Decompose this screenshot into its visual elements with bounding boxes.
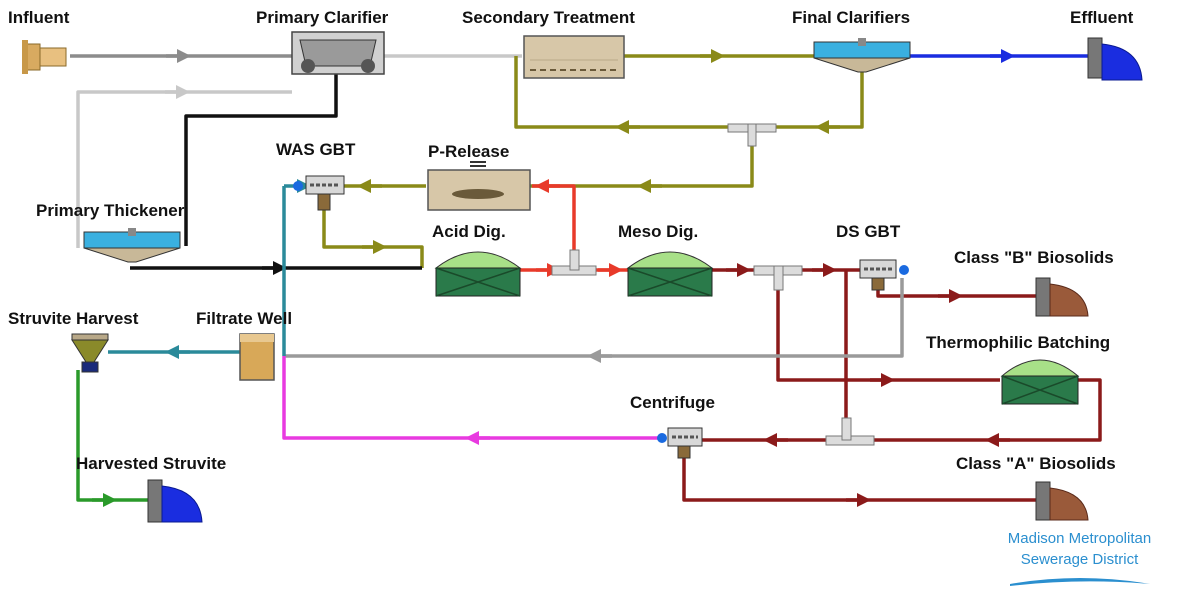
p-release-tank-icon	[427, 161, 531, 211]
final-clarifier-icon	[813, 38, 911, 73]
district-logo: Madison Metropolitan Sewerage District	[972, 528, 1187, 570]
centrate-line	[282, 356, 660, 440]
ds-gbt-filtrate-line	[284, 278, 904, 358]
label-struvite-harvest: Struvite Harvest	[8, 309, 139, 328]
p-release-feed-line	[532, 184, 576, 256]
struvite-line	[76, 370, 148, 502]
secondary-treatment-tank-icon	[523, 35, 625, 79]
struvite-harvester-icon	[71, 333, 109, 373]
effluent-outlet-icon	[1087, 37, 1143, 81]
class-b-line	[876, 288, 1036, 298]
class-a-line	[682, 458, 1036, 502]
label-meso-dig: Meso Dig.	[618, 222, 699, 241]
was-line	[530, 135, 754, 188]
thermophilic-feed-line	[776, 270, 1000, 382]
label-centrifuge: Centrifuge	[630, 393, 715, 412]
label-acid-dig: Acid Dig.	[432, 222, 506, 241]
thickened-was-line	[322, 210, 424, 268]
label-class-b-biosolids: Class "B" Biosolids	[954, 248, 1114, 267]
label-secondary-treatment: Secondary Treatment	[462, 8, 635, 27]
ras-loop-line	[514, 56, 864, 129]
filtrate-well-icon	[239, 333, 275, 381]
label-effluent: Effluent	[1070, 8, 1134, 27]
label-p-release: P-Release	[428, 142, 510, 161]
primary-thickener-icon	[83, 228, 181, 263]
logo-swoosh-icon	[1010, 578, 1150, 586]
tee-junction	[773, 265, 784, 291]
label-harvested-struvite: Harvested Struvite	[76, 454, 227, 473]
logo-line-2: Sewerage District	[1020, 551, 1139, 568]
thermophilic-batching-tank-icon	[1000, 359, 1080, 405]
label-class-a-biosolids: Class "A" Biosolids	[956, 454, 1116, 473]
class-b-outlet-icon	[1035, 277, 1089, 317]
tee-junction	[569, 249, 580, 271]
label-primary-clarifier: Primary Clarifier	[256, 8, 389, 27]
tee-junction	[747, 123, 757, 147]
label-ds-gbt: DS GBT	[836, 222, 901, 241]
label-primary-thickener: Primary Thickener	[36, 201, 185, 220]
harvested-struvite-outlet-icon	[147, 479, 203, 523]
class-a-outlet-icon	[1035, 481, 1089, 521]
acid-digester-icon	[434, 251, 522, 297]
label-final-clarifiers: Final Clarifiers	[792, 8, 911, 27]
label-filtrate-well: Filtrate Well	[196, 309, 293, 328]
was-gbt-icon	[293, 175, 345, 211]
label-thermophilic-batching: Thermophilic Batching	[926, 333, 1111, 352]
centrifuge-icon	[657, 427, 703, 459]
primary-thickener-return-line	[76, 90, 292, 248]
tee-junction	[841, 417, 852, 441]
logo-line-1: Madison Metropolitan	[1007, 530, 1152, 547]
primary-sludge-line	[184, 72, 338, 246]
influent-pipe-icon	[22, 40, 67, 74]
primary-clarifier-icon	[291, 31, 385, 75]
ds-gbt-icon	[859, 259, 909, 291]
thermophilic-out-line	[846, 378, 1102, 442]
meso-digester-icon	[626, 251, 714, 297]
label-influent: Influent	[8, 8, 70, 27]
label-was-gbt: WAS GBT	[276, 140, 356, 159]
